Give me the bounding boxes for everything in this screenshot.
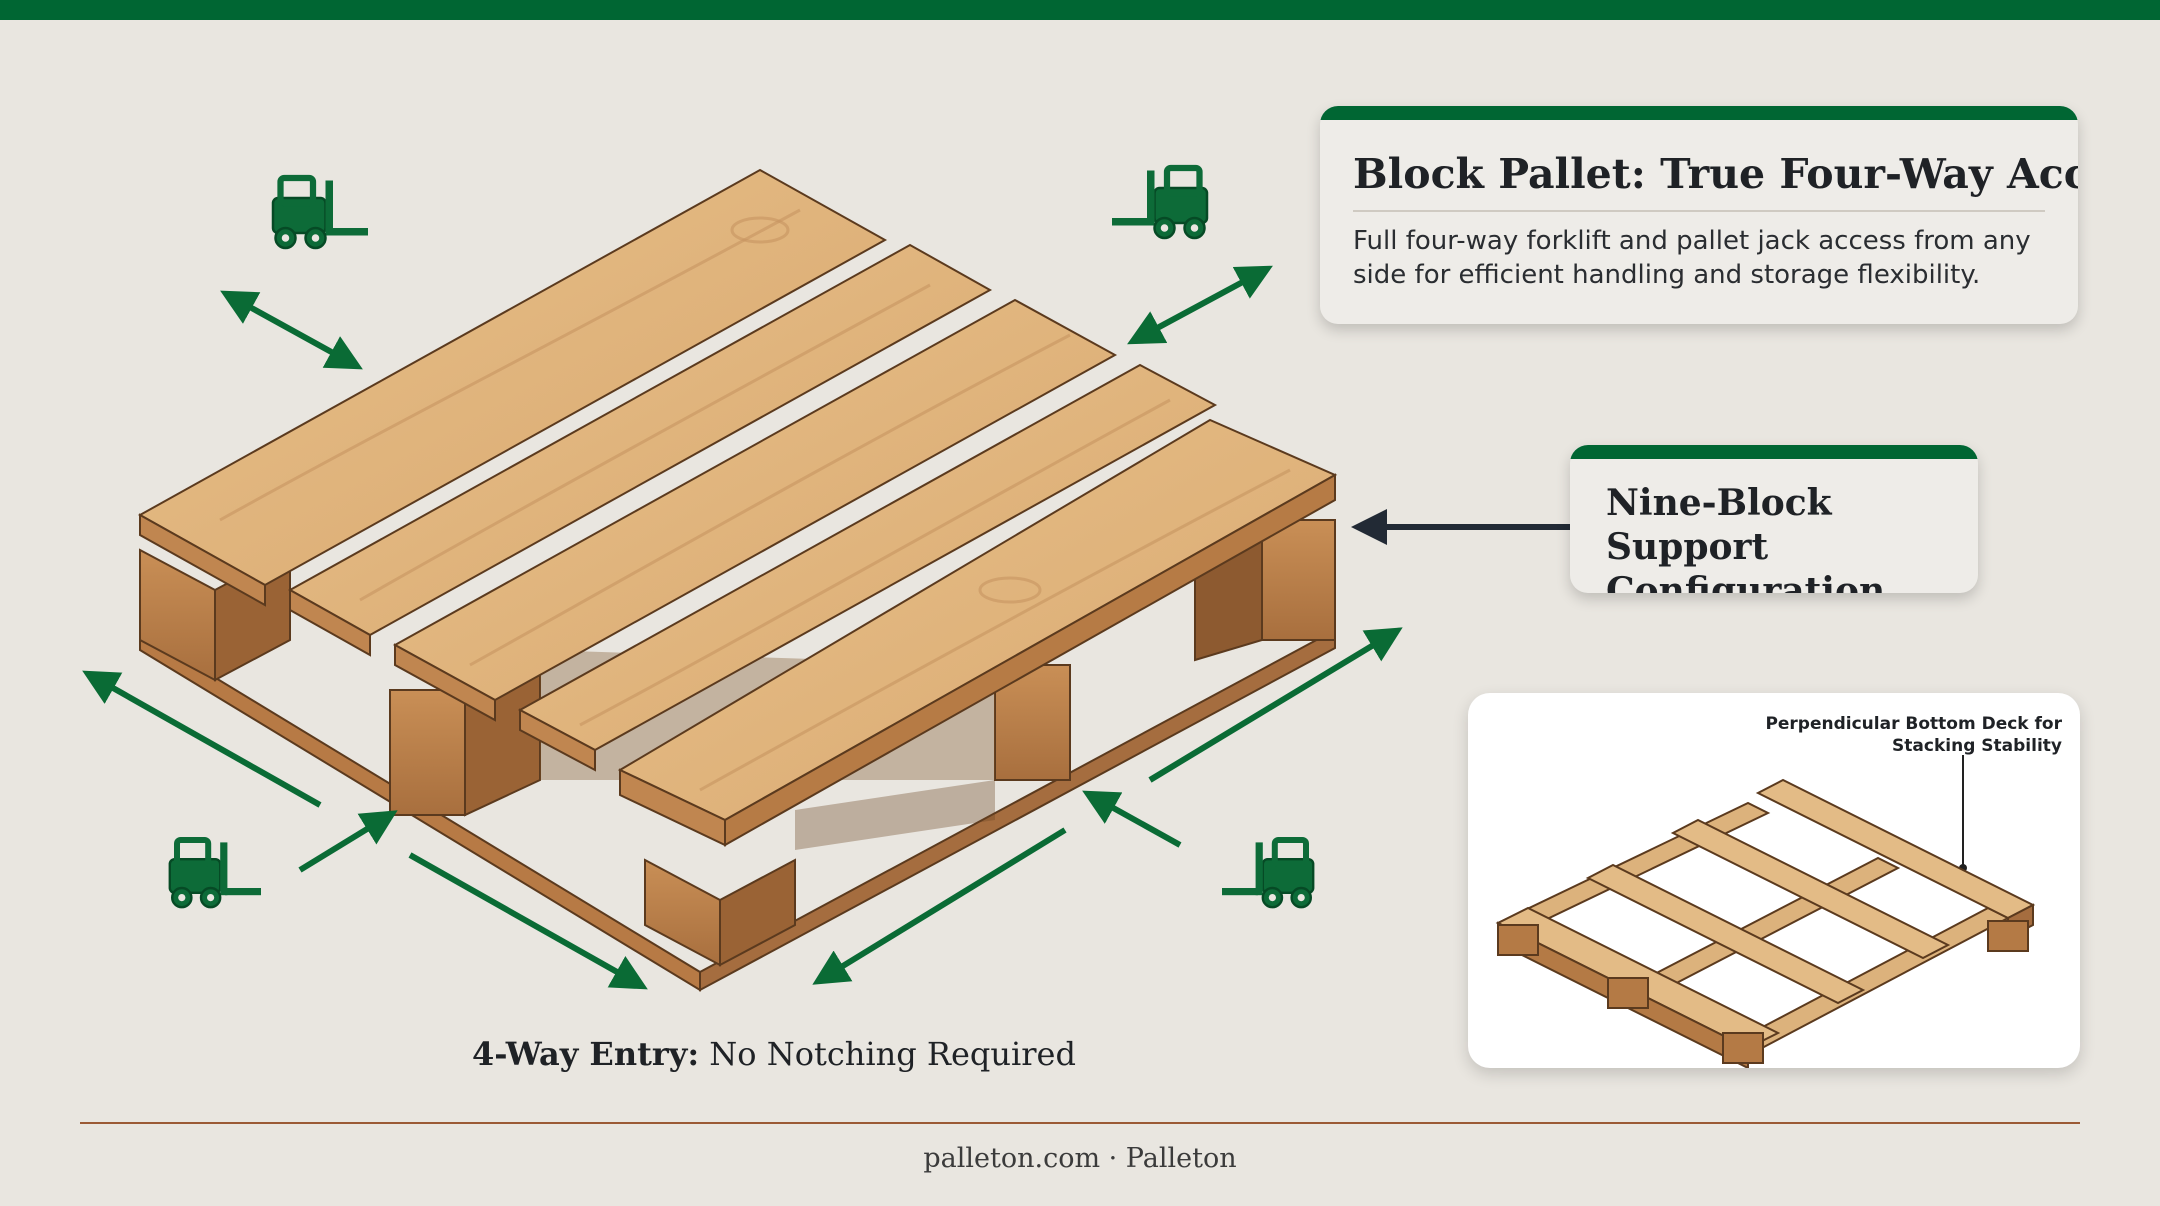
- inset-label: Perpendicular Bottom Deck for Stacking S…: [1765, 714, 2062, 756]
- top-deck-boards: [137, 168, 1338, 847]
- block-pallet-illustration: [137, 168, 1338, 992]
- main-title: Block Pallet: True Four-Way Access: [1353, 150, 2078, 198]
- double-arrow-icon: [82, 670, 322, 808]
- bottom-deck-inset: Perpendicular Bottom Deck for Stacking S…: [1468, 693, 2080, 1068]
- double-arrow-icon: [1148, 627, 1403, 783]
- entry-arrows: [82, 265, 1403, 990]
- support-callout-title: Nine-Block Support Configuration: [1606, 482, 1886, 593]
- forklift-icon: [170, 840, 261, 907]
- entry-caption-rest: No Notching Required: [699, 1035, 1076, 1073]
- forklift-icon: [1112, 168, 1207, 238]
- support-callout: Nine-Block Support Configuration: [1570, 445, 1978, 593]
- support-callout-accent: [1570, 445, 1978, 459]
- entry-caption-bold: 4-Way Entry:: [472, 1035, 700, 1073]
- top-accent-bar: [0, 0, 2160, 20]
- double-arrow-icon: [298, 810, 398, 873]
- double-arrow-icon: [1082, 790, 1182, 848]
- title-divider: [1353, 210, 2045, 212]
- double-arrow-icon: [812, 827, 1067, 985]
- bottom-deck-illustration: [1495, 755, 2036, 1068]
- title-card-accent: [1320, 106, 2078, 120]
- entry-caption: 4-Way Entry: No Notching Required: [472, 1035, 1076, 1073]
- title-card: Block Pallet: True Four-Way Access Full …: [1320, 106, 2078, 324]
- forklift-icon: [273, 178, 368, 248]
- footer-credit: palleton.com · Palleton: [923, 1143, 1237, 1174]
- forklift-icon: [1222, 840, 1313, 907]
- double-arrow-icon: [220, 290, 363, 370]
- double-arrow-icon: [408, 852, 648, 990]
- footer-divider: [80, 1122, 2080, 1124]
- main-description: Full four-way forklift and pallet jack a…: [1353, 226, 2031, 290]
- double-arrow-icon: [1127, 265, 1273, 345]
